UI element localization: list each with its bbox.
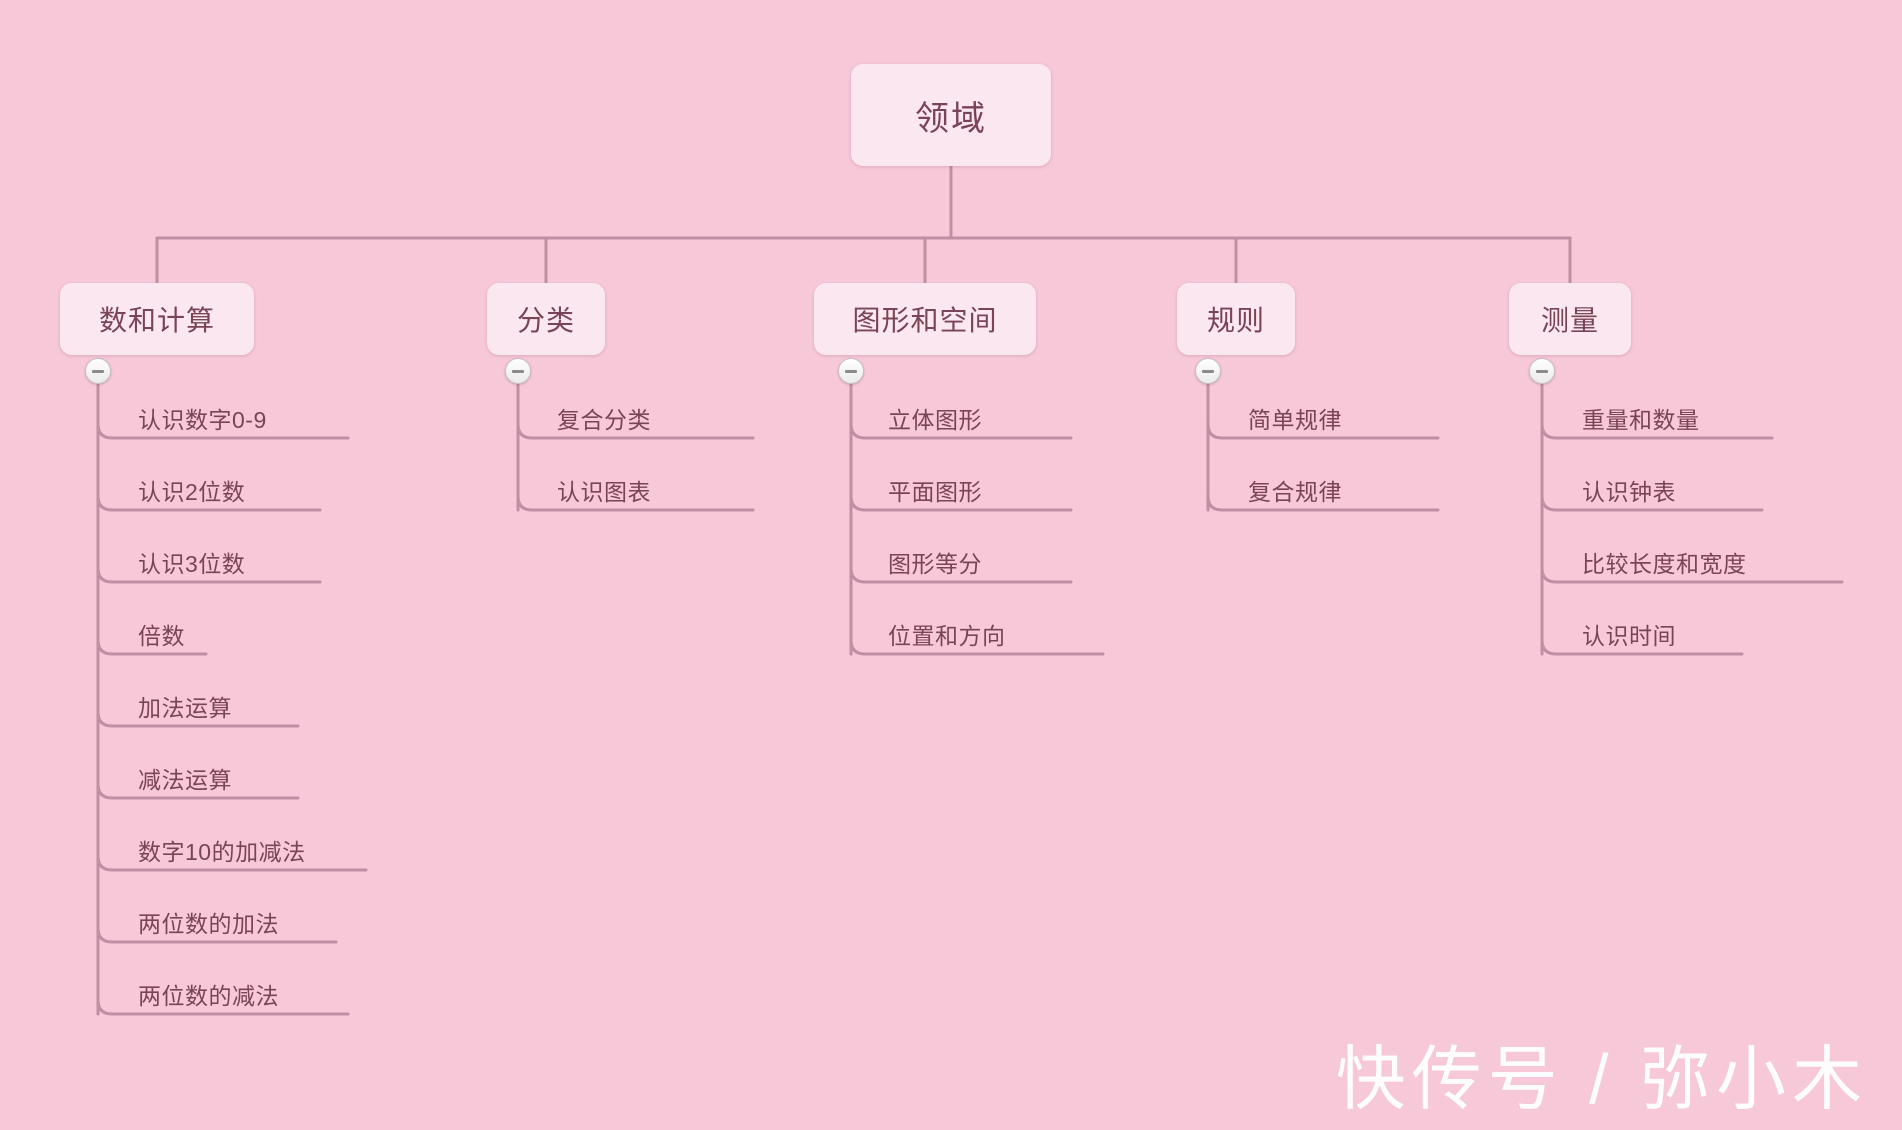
minus-circle-icon[interactable] [838, 358, 864, 384]
minus-circle-icon[interactable] [505, 358, 531, 384]
minus-glyph [512, 369, 524, 373]
leaf-node[interactable]: 认识钟表 [1582, 479, 1676, 505]
leaf-node[interactable]: 认识时间 [1582, 623, 1676, 649]
branch-node[interactable]: 图形和空间 [814, 283, 1036, 355]
leaf-node[interactable]: 图形等分 [888, 551, 982, 577]
watermark: 快传号 / 弥小木 [1335, 1040, 1868, 1118]
leaf-node[interactable]: 重量和数量 [1582, 407, 1700, 433]
leaf-node[interactable]: 比较长度和宽度 [1582, 551, 1747, 577]
branch-node-label: 数和计算 [98, 305, 215, 336]
branch-node-label: 规则 [1206, 305, 1265, 336]
branch-node-label: 分类 [516, 305, 575, 336]
minus-circle-icon[interactable] [1529, 358, 1555, 384]
minus-glyph [92, 369, 104, 373]
branch-node-label: 图形和空间 [852, 305, 998, 336]
leaf-node[interactable]: 认识数字0-9 [138, 407, 267, 433]
leaf-node[interactable]: 认识图表 [557, 479, 651, 505]
branch-node[interactable]: 分类 [487, 283, 605, 355]
minus-circle-icon[interactable] [1195, 358, 1221, 384]
minus-glyph [1536, 369, 1548, 373]
leaf-node[interactable]: 复合分类 [557, 407, 651, 433]
minus-circle-icon[interactable] [85, 358, 111, 384]
leaf-node[interactable]: 两位数的加法 [138, 911, 279, 937]
minus-glyph [845, 369, 857, 373]
leaf-node[interactable]: 认识3位数 [138, 551, 246, 577]
root-node-label: 领域 [915, 99, 987, 138]
leaf-node[interactable]: 平面图形 [888, 479, 982, 505]
leaf-node[interactable]: 认识2位数 [138, 479, 246, 505]
leaf-node[interactable]: 倍数 [138, 623, 185, 649]
leaf-node[interactable]: 立体图形 [888, 407, 982, 433]
leaf-node[interactable]: 数字10的加减法 [138, 839, 306, 865]
leaf-node[interactable]: 两位数的减法 [138, 983, 279, 1009]
minus-glyph [1202, 369, 1214, 373]
leaf-node[interactable]: 减法运算 [138, 767, 232, 793]
branch-node[interactable]: 测量 [1509, 283, 1631, 355]
leaf-node[interactable]: 位置和方向 [888, 623, 1006, 649]
branch-node[interactable]: 数和计算 [60, 283, 254, 355]
branch-node-label: 测量 [1540, 305, 1599, 336]
leaf-node[interactable]: 复合规律 [1248, 479, 1342, 505]
root-node[interactable]: 领域 [851, 64, 1051, 166]
branch-node[interactable]: 规则 [1177, 283, 1295, 355]
leaf-node[interactable]: 简单规律 [1248, 407, 1342, 433]
leaf-node[interactable]: 加法运算 [138, 695, 232, 721]
